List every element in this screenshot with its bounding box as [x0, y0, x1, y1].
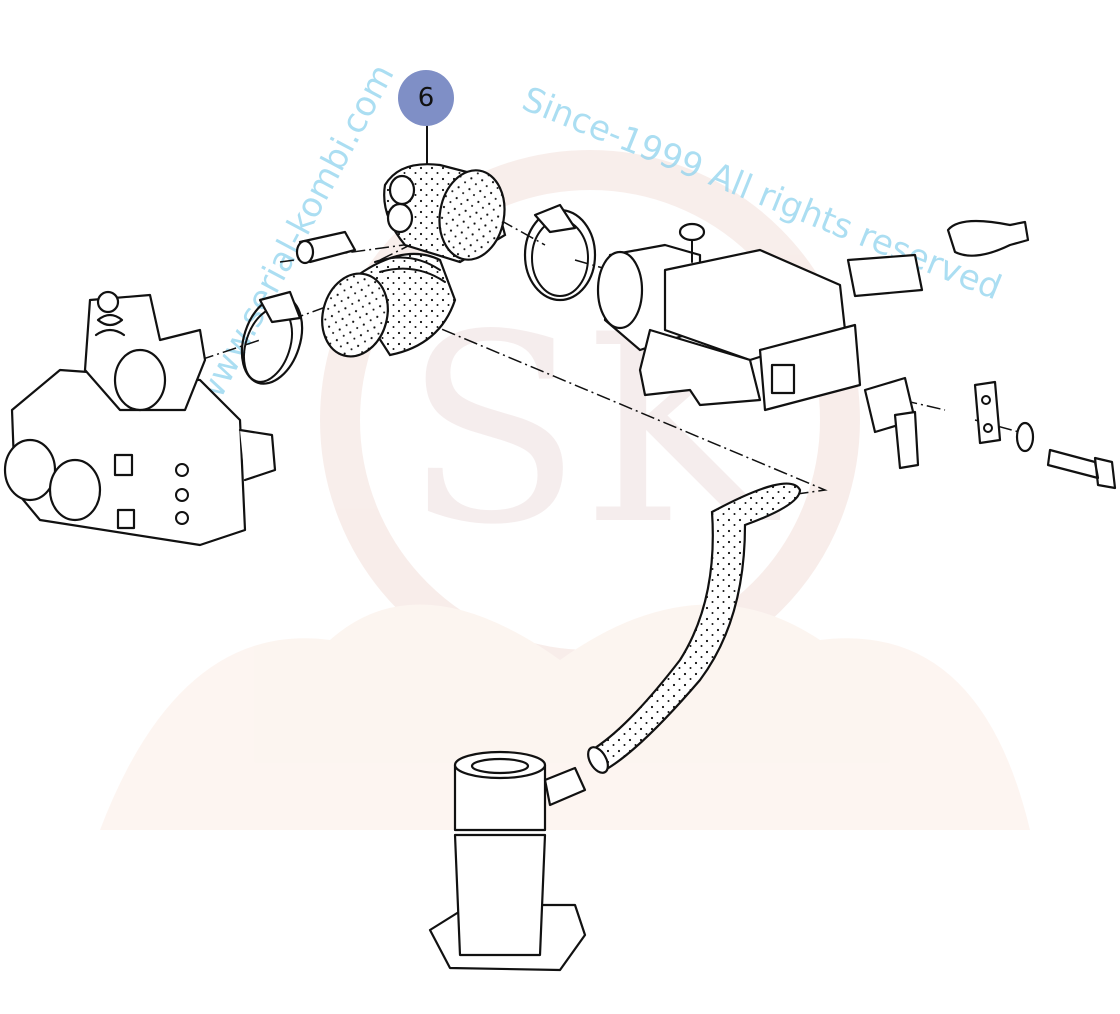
washer: [1015, 421, 1035, 453]
bolt: [1046, 448, 1117, 490]
throttle-body: [3, 290, 277, 547]
intake-hose: [321, 252, 457, 358]
bracket: [893, 410, 920, 470]
breather-hose: [593, 482, 802, 772]
part-6-intake-elbow: [383, 163, 507, 264]
pipe-fitting: [428, 750, 587, 972]
connector-plug: [846, 253, 924, 298]
air-flow-meter: [596, 222, 862, 412]
callout-6[interactable]: 6: [398, 70, 454, 126]
watermark-url: www.serial-kombi.com: [188, 58, 403, 415]
plate: [973, 380, 1002, 445]
rubber-boot: [946, 219, 1030, 257]
callout-label: 6: [417, 83, 435, 113]
